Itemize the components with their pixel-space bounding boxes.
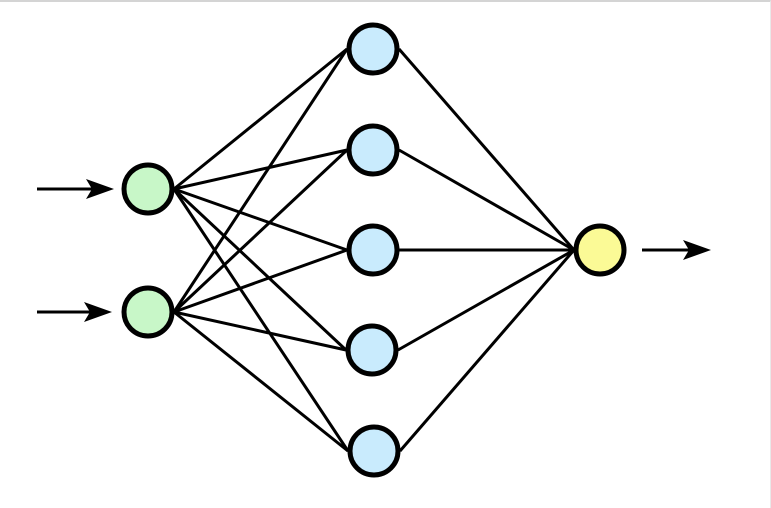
edges-group	[172, 47, 576, 453]
input-arrow-2-head-icon	[84, 302, 112, 322]
output-arrow-head-icon	[683, 240, 711, 260]
arrows-group	[37, 179, 711, 322]
edge-input-1-hidden-2	[173, 148, 348, 191]
hidden-4-node	[345, 323, 399, 377]
edge-input-1-hidden-1	[173, 47, 348, 191]
input-2-node	[121, 285, 175, 339]
output-arrow	[642, 240, 711, 260]
edge-input-1-hidden-3	[173, 187, 348, 252]
input-arrow-1-head-icon	[86, 179, 114, 199]
hidden-3-node	[346, 223, 400, 277]
edge-hidden-1-output-1	[397, 48, 576, 251]
hidden-2-node	[346, 123, 400, 177]
edge-input-2-hidden-4	[173, 310, 347, 352]
edge-input-1-hidden-5	[172, 188, 350, 452]
input-1-node	[121, 162, 175, 216]
nodes-group	[121, 22, 627, 478]
edge-input-2-hidden-3	[173, 248, 348, 314]
edge-hidden-5-output-1	[398, 249, 576, 452]
output-1-node	[573, 223, 627, 277]
edge-hidden-2-output-1	[398, 148, 575, 252]
edge-hidden-4-output-1	[397, 248, 575, 352]
hidden-1-node	[346, 22, 400, 76]
edge-input-1-hidden-4	[172, 187, 348, 352]
input-arrow-1	[37, 179, 114, 199]
input-arrow-2	[37, 302, 112, 322]
hidden-5-node	[347, 424, 401, 478]
edge-input-2-hidden-5	[173, 310, 349, 453]
edge-input-2-hidden-1	[172, 48, 349, 313]
edge-input-2-hidden-2	[172, 148, 349, 314]
